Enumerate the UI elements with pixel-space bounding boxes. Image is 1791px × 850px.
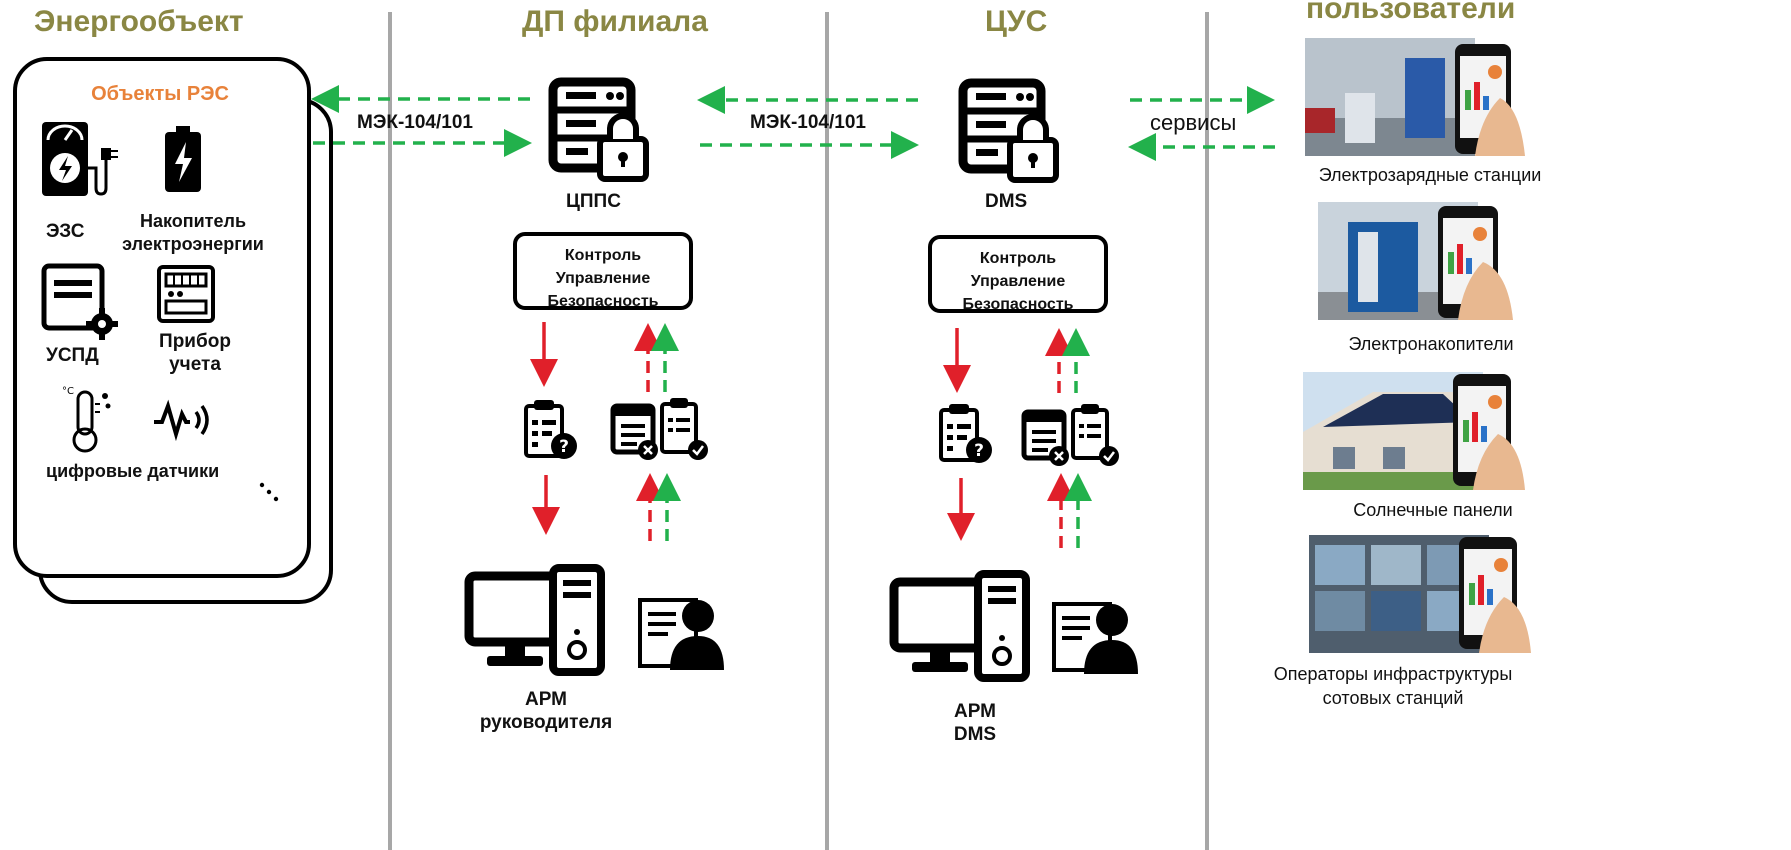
signal-sensor-icon xyxy=(154,399,209,442)
ev-charger-icon xyxy=(42,122,118,196)
clipboard-question-icon: ? xyxy=(524,400,577,459)
dms-operator-icon xyxy=(1052,602,1138,674)
thermometer-icon: °C xyxy=(62,386,111,453)
column-divider xyxy=(825,12,829,850)
sensors-label: цифровые датчики xyxy=(46,461,220,481)
document-reject-approve-icon xyxy=(1021,404,1119,466)
cpps-operator-icon xyxy=(638,598,724,670)
ev-charging-station-photo xyxy=(1305,38,1525,156)
solar-house-photo xyxy=(1303,372,1525,490)
uspd-label: УСПД xyxy=(46,345,99,366)
column-title-branch-dp: ДП филиала xyxy=(522,5,708,38)
operators-control-room-photo xyxy=(1309,535,1531,653)
ezs-label: ЭЗС xyxy=(46,221,85,242)
protocol-label-mid: МЭК-104/101 xyxy=(750,112,866,133)
column-divider xyxy=(388,12,392,850)
dms-label: DMS xyxy=(985,191,1028,212)
dms-workstation-icon xyxy=(889,570,1030,682)
column-title-cus: ЦУС xyxy=(985,5,1048,38)
column-title-energy-object: Энергообъект xyxy=(34,5,244,38)
battery-icon xyxy=(165,126,201,192)
cpps-label: ЦППС xyxy=(566,191,621,212)
ellipsis-icon xyxy=(259,482,279,502)
consumer-label-storage: Электронакопители xyxy=(1348,334,1514,354)
electricity-meter-icon xyxy=(157,265,215,323)
svg-text:?: ? xyxy=(974,441,984,461)
svg-text:°C: °C xyxy=(62,386,74,397)
services-label: сервисы xyxy=(1150,110,1237,135)
protocol-label-left: МЭК-104/101 xyxy=(357,112,473,133)
cpps-workstation-icon xyxy=(464,564,605,676)
consumer-label-solar: Солнечные панели xyxy=(1353,500,1513,520)
svg-text:?: ? xyxy=(559,437,569,457)
dms-server-lock-icon xyxy=(958,78,1059,183)
cpps-server-lock-icon xyxy=(548,77,649,182)
column-divider xyxy=(1205,12,1209,850)
document-reject-approve-icon xyxy=(610,398,708,460)
clipboard-question-icon: ? xyxy=(939,404,992,463)
column-title-users: пользователи xyxy=(1306,0,1516,25)
energy-storage-photo xyxy=(1318,202,1513,320)
uspd-device-icon xyxy=(41,263,118,340)
res-objects-title: Объекты РЭС xyxy=(91,83,229,105)
consumer-label-ev: Электрозарядные станции xyxy=(1318,165,1542,185)
